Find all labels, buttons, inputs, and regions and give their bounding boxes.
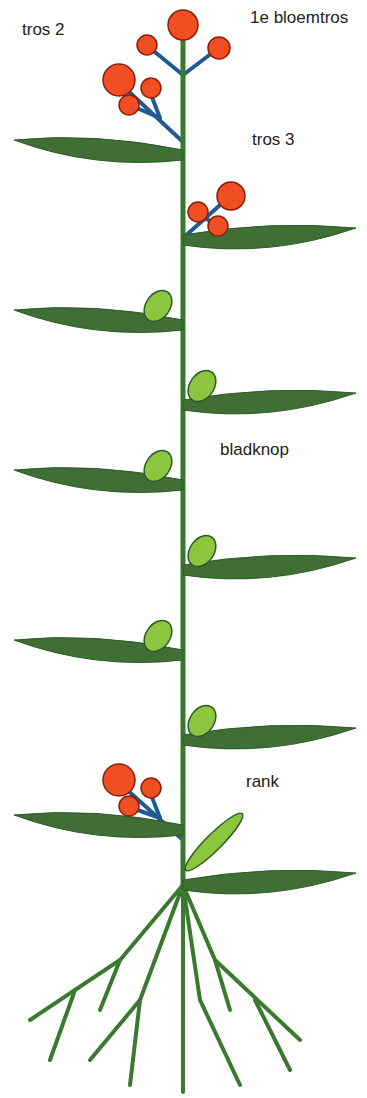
part-label: tros 3	[252, 130, 295, 150]
part-label: rank	[246, 772, 279, 792]
part-label: 1e bloemtros	[250, 8, 348, 28]
leaves	[14, 138, 356, 894]
part-label: tros 2	[22, 20, 65, 40]
leaf-buds	[138, 285, 221, 742]
tendril	[180, 808, 248, 876]
part-label: bladknop	[220, 440, 289, 460]
roots	[30, 885, 300, 1092]
flowers	[103, 10, 245, 816]
